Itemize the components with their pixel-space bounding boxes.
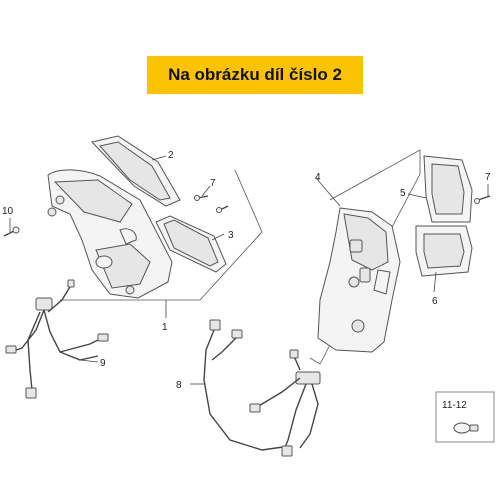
left-group-bracket: [60, 169, 263, 301]
callout-7-left: 7: [210, 178, 216, 189]
callout-5: 5: [400, 188, 406, 199]
part-7-screws-left[interactable]: [194, 195, 229, 213]
callout-2: 2: [168, 150, 174, 161]
callout-1: 1: [162, 322, 168, 333]
part-2-lens[interactable]: [91, 135, 181, 207]
part-4-right-housing[interactable]: [317, 207, 401, 353]
callout-8: 8: [176, 380, 182, 391]
callout-11-12: 11-12: [442, 400, 467, 411]
callout-3: 3: [228, 230, 234, 241]
leader-lines: [9, 155, 489, 385]
callout-9: 9: [100, 358, 106, 369]
part-number-banner: Na obrázku díl číslo 2: [147, 56, 363, 94]
callout-7-right: 7: [485, 172, 491, 183]
part-7-screw-right[interactable]: [474, 195, 491, 204]
right-group-bracket: [309, 149, 421, 365]
part-1-left-housing[interactable]: [47, 169, 173, 299]
part-9-wiring-harness[interactable]: [5, 279, 109, 399]
part-3-reflector[interactable]: [155, 215, 227, 273]
part-11-12-bulb[interactable]: [435, 391, 495, 443]
part-10-screw[interactable]: [3, 226, 20, 237]
part-8-rear-wiring-harness[interactable]: [203, 319, 321, 457]
banner-text: Na obrázku díl číslo 2: [168, 65, 342, 84]
part-5-rear-lens[interactable]: [423, 155, 473, 223]
callout-10: 10: [2, 206, 14, 217]
callout-6: 6: [432, 296, 438, 307]
callout-4: 4: [315, 172, 321, 183]
part-6-rear-reflector[interactable]: [415, 225, 473, 277]
